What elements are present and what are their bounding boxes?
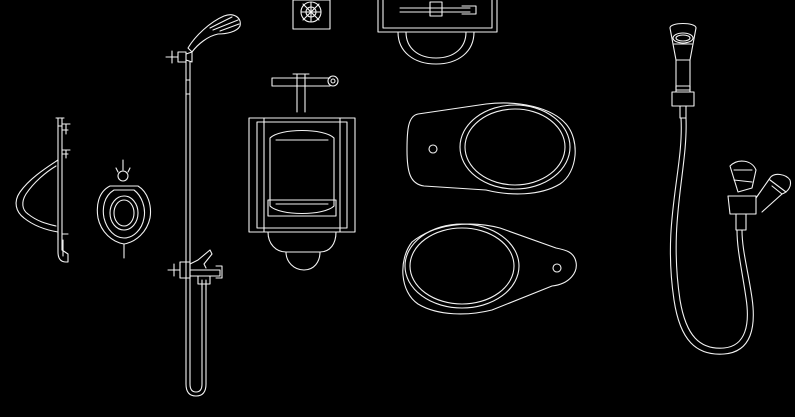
squat-toilet-flush-valve-icon: [377, 0, 498, 65]
squat-toilet-plan-icon: [402, 223, 577, 315]
urinal-side-view-icon: [15, 117, 71, 263]
hand-shower-hose-icon: [669, 22, 792, 355]
shower-rail-set-icon: [165, 14, 241, 397]
squat-toilet-plan-icon: [406, 102, 576, 195]
stall-urinal-icon: [248, 73, 356, 271]
floor-drain-icon: [292, 0, 331, 30]
urinal-front-view-icon: [96, 159, 152, 259]
